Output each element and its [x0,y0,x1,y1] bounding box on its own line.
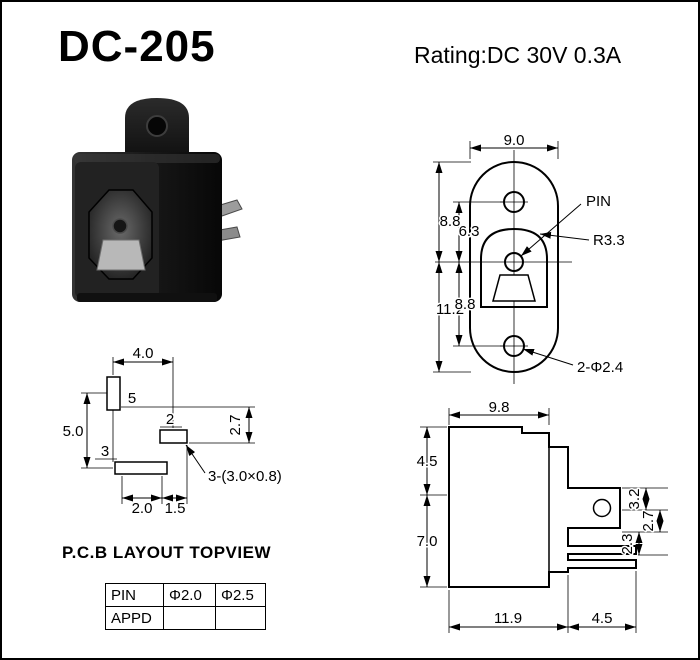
pcb-dim-bottom-b: 1.5 [165,500,186,517]
pcb-dim-bottom-a: 2.0 [132,500,153,517]
front-label-radius: R3.3 [593,232,625,249]
pcb-dim-top: 4.0 [133,345,154,362]
pad-top [106,376,121,411]
flange-plate-outline [469,161,559,373]
pcb-dim-right: 2.7 [227,415,244,436]
bottom-mount-hole [503,335,525,357]
side-dim-bottom-b: 4.5 [592,610,613,627]
side-dim-top: 9.8 [489,400,510,416]
pcb-layout-caption: P.C.B LAYOUT TOPVIEW [62,543,272,562]
component-photo [72,98,243,302]
side-profile-outline [448,426,637,588]
table-row: APPD [105,606,266,630]
pcb-pads-note: 3-(3.0×0.8) [208,468,282,485]
front-dim-top-inner: 6.3 [459,223,480,240]
pad-bottom [114,461,168,475]
side-dim-left-top: 4.5 [417,453,438,470]
table-cell-appd: APPD [105,606,164,630]
side-dim-right-c: 2.3 [619,534,636,555]
pcb-pad-num-bottom: 3 [101,443,109,460]
front-dim-width: 9.0 [504,134,525,149]
front-view-drawing: 9.0 8.8 6.3 11.2 8.8 PIN R3.3 2-Φ2.4 [433,134,626,384]
pcb-layout-drawing: 4.0 5 5.0 2 2.7 3 2.0 1.5 3-(3.0×0.8) [61,344,283,519]
table-cell-empty [163,606,216,630]
pcb-pad-num-middle: 2 [166,411,174,428]
side-dim-right-a: 3.2 [626,489,643,510]
mounting-tab-icon [125,98,189,162]
front-label-pin: PIN [586,193,611,210]
side-dim-right-b: 2.7 [640,511,657,532]
pcb-dim-left: 5.0 [63,423,84,440]
dimension-lines [433,141,590,373]
table-cell-pin: PIN [105,583,164,607]
rating-text: Rating:DC 30V 0.3A [414,42,622,68]
pin-spec-table: PIN Φ2.0 Φ2.5 APPD [105,583,266,630]
front-dim-bottom-left: 11.2 [436,301,464,318]
table-row: PIN Φ2.0 Φ2.5 [105,583,266,607]
front-dim-top-left: 8.8 [440,213,461,230]
center-pin-hole [504,252,524,272]
side-dim-left-bottom: 7.0 [417,533,438,550]
lug-hole [592,498,612,518]
side-dim-bottom-a: 11.9 [494,610,522,627]
front-dim-bottom-inner: 8.8 [455,296,476,313]
page-title: DC-205 [58,22,216,71]
front-label-holes: 2-Φ2.4 [577,359,623,376]
barrel-opening-icon [88,189,153,280]
dimension-lines [81,357,255,504]
table-cell-dia1: Φ2.0 [163,583,216,607]
top-mount-hole [503,191,525,213]
dimension-lines [420,408,668,633]
side-view-drawing: 9.8 4.5 7.0 3.2 2.7 2.3 11.9 4.5 [415,400,668,633]
pcb-pad-num-top: 5 [128,390,136,407]
solder-pads [106,376,188,475]
pad-middle [159,429,188,444]
table-cell-empty [215,606,266,630]
table-cell-dia2: Φ2.5 [215,583,266,607]
